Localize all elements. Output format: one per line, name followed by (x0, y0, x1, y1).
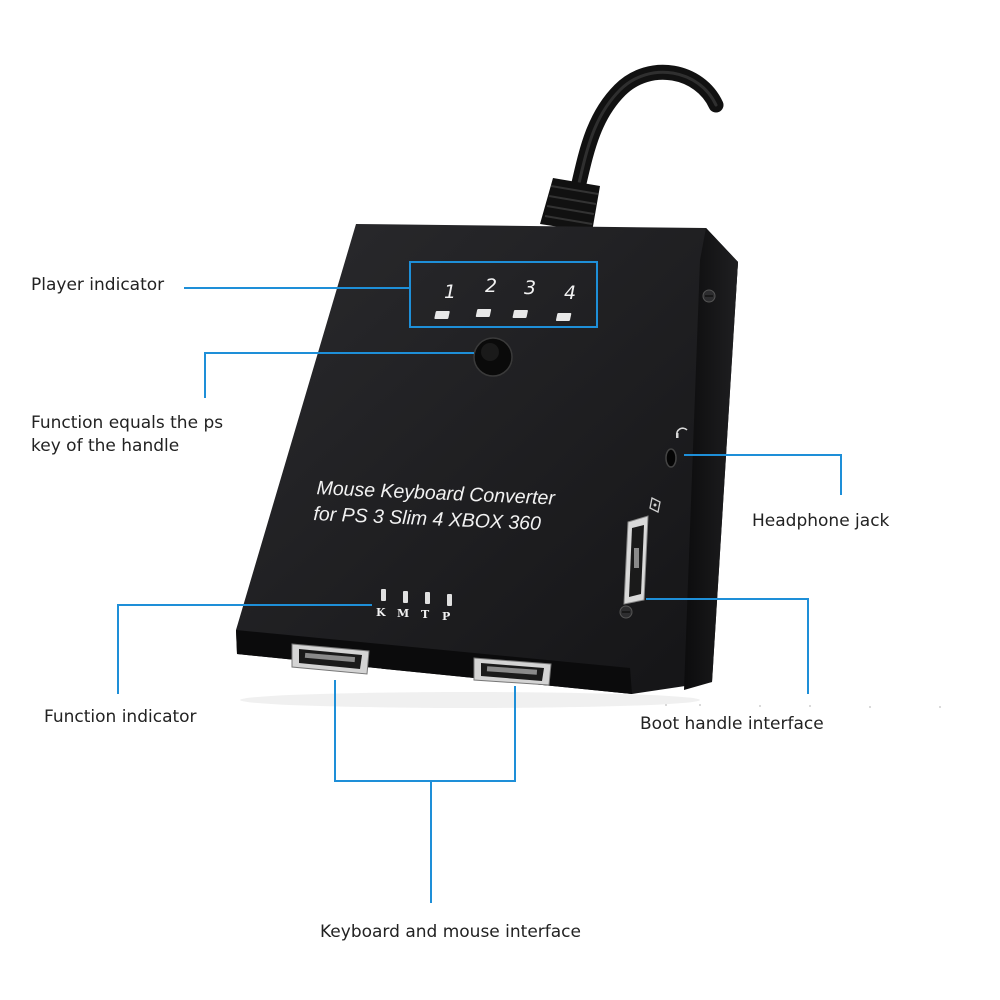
label-headphone-jack: Headphone jack (752, 511, 890, 531)
headphone-jack-port[interactable] (665, 448, 677, 468)
boot-handle-usb-port[interactable] (623, 515, 649, 605)
leader-boot-handle (646, 598, 809, 694)
player-number-3: 3 (524, 277, 536, 299)
label-player-indicator: Player indicator (31, 275, 165, 295)
player-led-1 (434, 311, 450, 319)
cable-strain-relief (540, 178, 600, 232)
controller-icon (649, 497, 661, 513)
player-led-2 (475, 309, 492, 317)
player-number-2: 2 (485, 275, 497, 297)
screw-icon (619, 605, 633, 619)
device-top-face (236, 224, 738, 694)
label-function-ps: Function equals the ps key of the handle (31, 412, 223, 458)
label-function-ps-line1: Function equals the ps (31, 413, 224, 433)
function-led-m (403, 591, 408, 603)
function-letter-m: M (397, 607, 409, 620)
leader-function-indicator (117, 604, 372, 694)
player-indicator-highlight (409, 261, 598, 328)
label-boot-handle-interface: Boot handle interface (640, 714, 824, 734)
label-function-ps-line2: key of the handle (31, 436, 180, 456)
label-function-indicator: Function indicator (44, 707, 197, 727)
player-number-1: 1 (444, 281, 456, 303)
keyboard-usb-port[interactable] (291, 643, 370, 675)
function-led-k (381, 589, 386, 601)
leader-keyboard-mouse (334, 680, 516, 782)
leader-headphone-jack (684, 454, 842, 495)
function-letter-p: P (442, 610, 450, 623)
leader-function-ps (204, 352, 474, 398)
headphone-icon (675, 427, 688, 438)
function-letter-t: T (421, 608, 430, 621)
function-led-p (447, 594, 452, 606)
mouse-usb-port[interactable] (473, 657, 552, 686)
ps-function-button[interactable] (473, 337, 513, 377)
player-number-4: 4 (564, 282, 576, 304)
screw-icon (702, 289, 716, 303)
function-letter-k: K (376, 606, 386, 619)
player-led-3 (512, 310, 528, 318)
function-led-t (425, 592, 430, 604)
label-keyboard-mouse-interface: Keyboard and mouse interface (320, 922, 581, 942)
player-led-4 (555, 313, 572, 321)
usb-cable (567, 64, 724, 208)
